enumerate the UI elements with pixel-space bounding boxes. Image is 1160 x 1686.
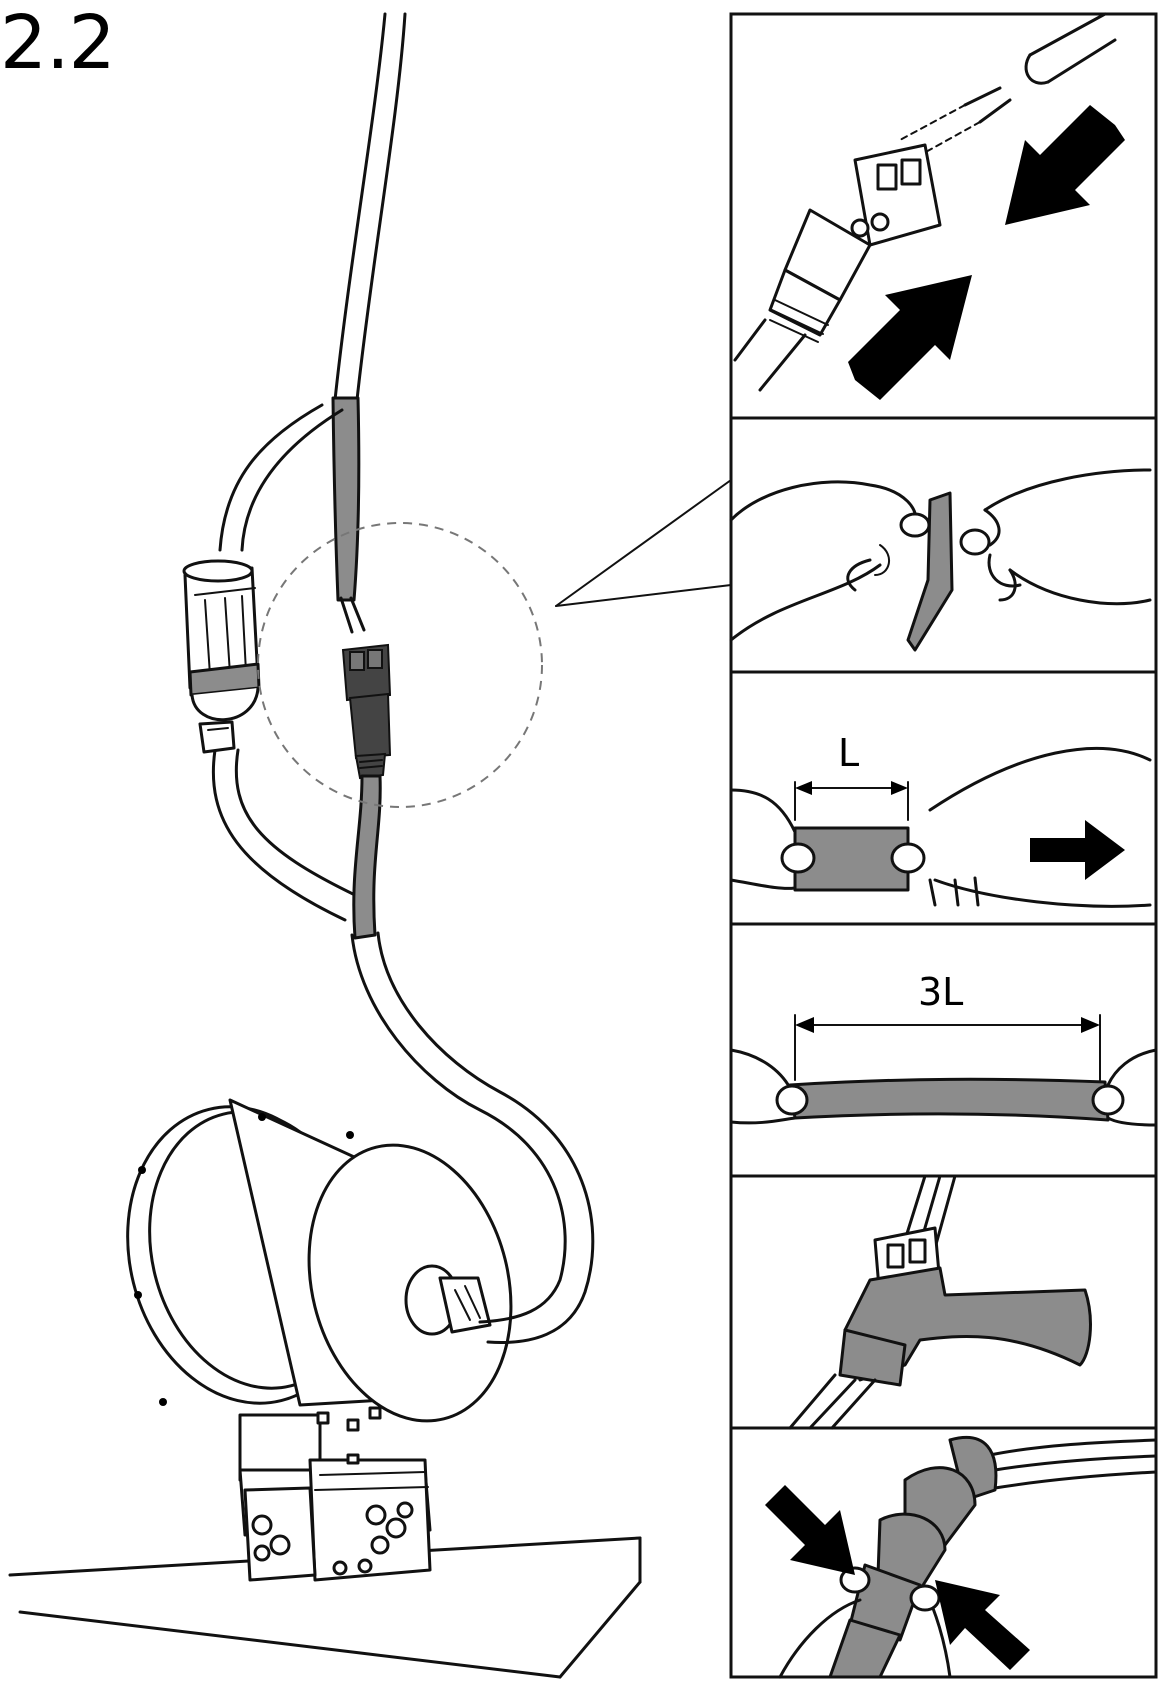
- panel-measure-tape: L: [729, 731, 1152, 908]
- terminal-connector: [341, 643, 392, 780]
- step-number: 2.2: [0, 0, 116, 86]
- panels-frame: [729, 12, 1158, 1679]
- waterproof-coupler: [182, 559, 261, 754]
- camera-housing: [126, 1098, 513, 1423]
- press-arrow-left-icon: [765, 1485, 855, 1575]
- stretched-length-label: 3L: [918, 970, 963, 1014]
- stripped-cable: [331, 396, 366, 634]
- panel-press-wrap: [765, 1435, 1158, 1679]
- press-arrow-right-icon: [935, 1580, 1030, 1670]
- dimension-arrow-icon: [795, 781, 812, 795]
- power-cable: [333, 12, 407, 402]
- arrow-in-bottom-icon: [848, 275, 972, 400]
- detail-highlight: [257, 479, 732, 808]
- panel-wrap-connector: [788, 1174, 1092, 1430]
- panel-stretch-tape: 3L: [729, 970, 1158, 1127]
- network-cable: [211, 403, 357, 922]
- main-illustration: [8, 12, 732, 1679]
- length-label: L: [838, 731, 859, 775]
- panel-connect-terminal: [733, 12, 1125, 400]
- arrow-in-top-icon: [1005, 105, 1125, 225]
- step-panels: L 3L: [729, 12, 1158, 1679]
- panel-peel-tape: [729, 468, 1152, 652]
- camera-cable: [350, 931, 595, 1344]
- camera-bracket: [238, 1406, 432, 1582]
- connector-cable: [352, 774, 382, 940]
- pull-arrow-icon: [1030, 820, 1125, 880]
